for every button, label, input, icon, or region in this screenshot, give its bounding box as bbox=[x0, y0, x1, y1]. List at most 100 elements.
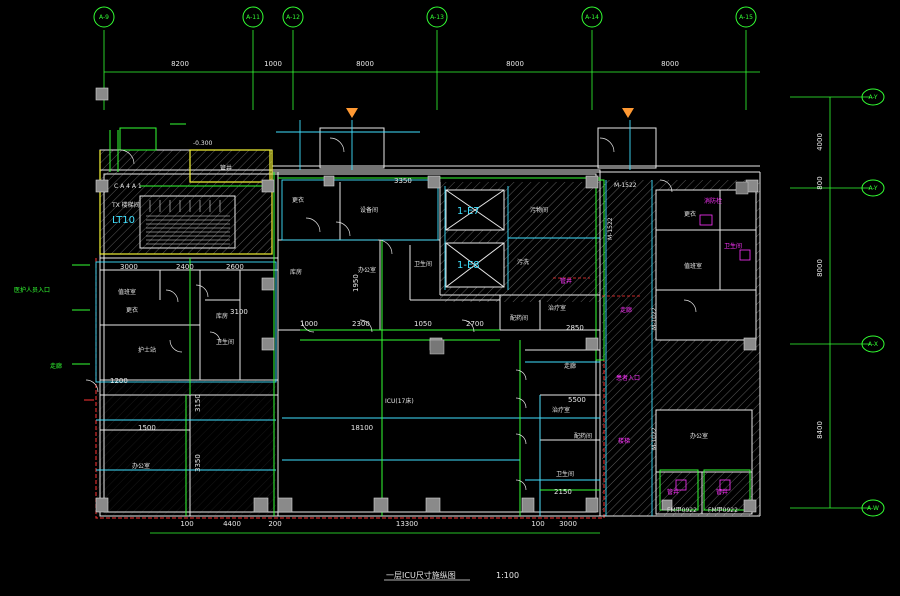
label-door-code-2b: M-1022 bbox=[651, 427, 658, 450]
entry-arrows bbox=[72, 123, 186, 401]
label-office: 办公室 bbox=[358, 266, 376, 274]
dim-bottom-6: 3000 bbox=[559, 520, 577, 528]
dim-interior-1000: 1000 bbox=[300, 320, 318, 328]
dim-interior-5500: 5500 bbox=[568, 396, 586, 404]
label-toilet: 卫生间 bbox=[414, 260, 432, 268]
label-prep: 配药间 bbox=[510, 314, 528, 322]
dim-interior-2700: 2700 bbox=[466, 320, 484, 328]
axis-label-right-1: A-Y bbox=[868, 94, 877, 101]
label-door-code-3a: FM甲0922 bbox=[667, 507, 697, 514]
label-mag-1: 消防栓 bbox=[704, 197, 722, 205]
label-staff-entry: 医护人员入口 bbox=[14, 286, 50, 294]
dim-interior-2850: 2850 bbox=[566, 324, 584, 332]
axis-label-right-2: A-Y bbox=[868, 185, 877, 192]
axis-label-a9: A-9 bbox=[99, 14, 109, 21]
axis-bubbles-top bbox=[93, 6, 757, 28]
dim-interior-18100: 18100 bbox=[351, 424, 373, 432]
label-clean: 污物间 bbox=[530, 206, 548, 214]
label-toilet-right: 卫生间 bbox=[556, 470, 574, 478]
yellow-walls bbox=[99, 149, 273, 255]
label-office-left: 办公室 bbox=[132, 462, 150, 470]
grid-lines bbox=[103, 30, 870, 534]
dim-interior-2300: 2300 bbox=[352, 320, 370, 328]
dim-top-1: 8200 bbox=[171, 60, 189, 68]
dim-interior-3350: 3350 bbox=[394, 177, 412, 185]
dim-interior-1950: 1950 bbox=[352, 274, 360, 292]
axis-label-a13: A-13 bbox=[430, 14, 444, 21]
label-icu: ICU(17床) bbox=[385, 397, 414, 405]
green-lines bbox=[109, 127, 751, 516]
label-nurse: 护士站 bbox=[138, 346, 156, 354]
label-store: 库房 bbox=[290, 268, 302, 276]
dim-interior-3000: 3000 bbox=[120, 263, 138, 271]
dim-interior-3150: 3150 bbox=[194, 394, 202, 412]
dim-top-3: 8000 bbox=[356, 60, 374, 68]
label-dress-left: 更衣 bbox=[126, 306, 138, 314]
label-door-code-1b: M-1522 bbox=[607, 217, 614, 240]
dim-interior-2150: 2150 bbox=[554, 488, 572, 496]
dim-right-1: 4000 bbox=[816, 133, 824, 151]
axis-label-right-4: A-W bbox=[867, 505, 879, 512]
fixtures bbox=[675, 214, 751, 491]
drawing-title: 一层ICU尺寸施纵图 bbox=[386, 570, 456, 580]
label-treatment: 治疗室 bbox=[548, 304, 566, 312]
label-door-code-2: M-1022 bbox=[651, 307, 658, 330]
label-stair: TX 楼梯间 bbox=[111, 201, 140, 209]
dim-interior-2400: 2400 bbox=[176, 263, 194, 271]
label-toilet-left: 卫生间 bbox=[216, 338, 234, 346]
label-duty: 值班室 bbox=[118, 288, 136, 296]
axis-label-right-3: A-X bbox=[868, 341, 878, 348]
red-boundary bbox=[95, 258, 605, 519]
label-dress: 更衣 bbox=[292, 196, 304, 204]
door-swings bbox=[85, 137, 697, 491]
label-well: 管井 bbox=[220, 164, 232, 172]
label-mag-3: 管井 bbox=[667, 488, 679, 496]
dim-right-2: 800 bbox=[816, 176, 824, 189]
label-right-room-1: 更衣 bbox=[684, 210, 696, 218]
label-elevator-1: 1-E7 bbox=[457, 206, 480, 217]
dim-bottom-3: 200 bbox=[268, 520, 281, 528]
label-right-room-3: 办公室 bbox=[690, 432, 708, 440]
label-mag-2: 卫生间 bbox=[724, 242, 742, 250]
label-treatment-right: 治疗室 bbox=[552, 406, 570, 414]
dim-right-3: 8000 bbox=[816, 259, 824, 277]
entrance-markers bbox=[346, 108, 634, 118]
label-equip: 设备间 bbox=[360, 206, 378, 214]
dim-interior-3350b: 3350 bbox=[194, 454, 202, 472]
dim-interior-2600: 2600 bbox=[226, 263, 244, 271]
label-dirty: 污洗 bbox=[517, 258, 529, 266]
dim-interior-3100: 3100 bbox=[230, 308, 248, 316]
stair-treads bbox=[146, 200, 230, 245]
label-corridor: 走廊 bbox=[564, 362, 576, 370]
axis-bubbles-right bbox=[861, 88, 885, 517]
dim-bottom-1: 100 bbox=[180, 520, 193, 528]
label-patient-entry: 患者入口 bbox=[616, 374, 640, 382]
label-stairs-right: 楼梯 bbox=[618, 437, 630, 445]
label-door-code-3b: FM甲0922 bbox=[708, 507, 738, 514]
label-door-code-1: M-1522 bbox=[614, 182, 637, 189]
label-mag-4: 管井 bbox=[716, 488, 728, 496]
label-level-note: -0.300 bbox=[193, 140, 213, 147]
label-mag-5: 管井 bbox=[560, 277, 572, 285]
dim-top-2: 1000 bbox=[264, 60, 282, 68]
dim-interior-1050: 1050 bbox=[414, 320, 432, 328]
drawing-scale: 1:100 bbox=[496, 571, 519, 580]
label-stair-code-top: C A 4 A 1 bbox=[114, 183, 142, 190]
label-elevator-2: 1-E8 bbox=[457, 260, 480, 271]
axis-label-a14: A-14 bbox=[585, 14, 599, 21]
cyan-partitions bbox=[95, 120, 653, 516]
dim-bottom-5: 100 bbox=[531, 520, 544, 528]
dim-bottom-4: 13300 bbox=[396, 520, 418, 528]
label-stair-code: LT10 bbox=[112, 215, 135, 226]
structural-columns bbox=[95, 87, 759, 513]
label-right-room-2: 值班室 bbox=[684, 262, 702, 270]
dim-interior-1200: 1200 bbox=[110, 377, 128, 385]
label-left-corridor: 走廊 bbox=[50, 362, 62, 370]
dim-top-4: 8000 bbox=[506, 60, 524, 68]
dim-bottom-2: 4400 bbox=[223, 520, 241, 528]
axis-label-a15: A-15 bbox=[739, 14, 753, 21]
label-mag-corr: 走廊 bbox=[620, 306, 632, 314]
axis-label-a12: A-12 bbox=[286, 14, 300, 21]
